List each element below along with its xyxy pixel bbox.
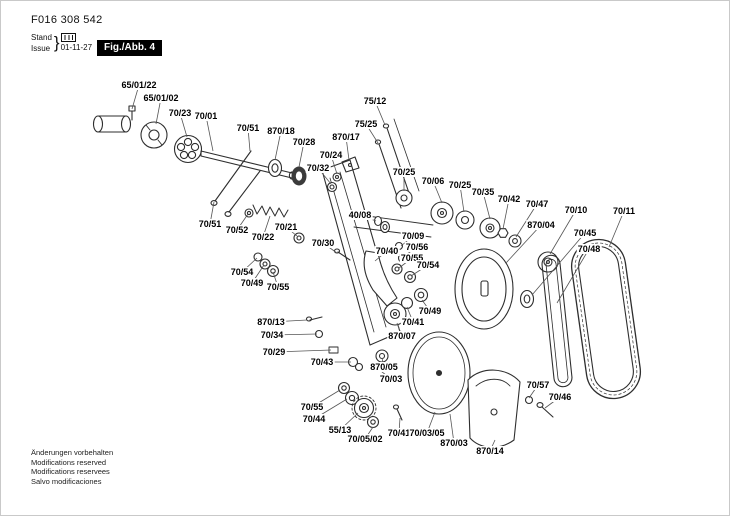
- star-coupling-drawing: [173, 134, 203, 164]
- small-belt-drawing: [541, 254, 573, 388]
- leader-lines: [131, 84, 625, 452]
- mounting-screw-drawing: [128, 105, 136, 121]
- small-washers-left-drawing: [244, 208, 305, 278]
- long-screws-drawing: [210, 150, 261, 217]
- issue-label: Issue: [31, 44, 51, 53]
- large-disc-drawing: [454, 248, 514, 330]
- drive-belt-drawing: [570, 238, 642, 400]
- seal-ring-drawing: [291, 166, 307, 186]
- pulley-cluster-drawing: [430, 201, 522, 248]
- idler-pulley-drawing: [373, 189, 413, 234]
- stand-label: Stand: [31, 33, 52, 42]
- date-stamp-icon: [60, 33, 76, 42]
- footer-line-fr: Modifications reservees: [31, 467, 110, 476]
- legal-footer: Änderungen vorbehalten Modifications res…: [31, 448, 113, 486]
- footer-line-en: Modifications reserved: [31, 457, 107, 467]
- gear-cluster-drawing: [337, 381, 403, 429]
- tensioner-arm-drawing: [363, 250, 429, 326]
- roller-drawing: [92, 115, 132, 133]
- lower-fasteners-drawing: [305, 316, 389, 373]
- bracket-drawing: [341, 156, 360, 173]
- footer-line-de: Änderungen vorbehalten: [31, 448, 114, 457]
- issue-date: 01-11-27: [60, 43, 93, 52]
- belt-guard-drawing: [467, 369, 521, 448]
- coupling-disc-drawing: [140, 121, 168, 149]
- guard-screws-drawing: [524, 395, 554, 418]
- issue-block: Stand Issue } 01-11-27: [31, 32, 92, 54]
- document-number: F016 308 542: [31, 14, 103, 26]
- drive-pulley-drawing: [537, 251, 559, 273]
- rings-right-drawing: [519, 289, 535, 309]
- shaft-washer-drawing: [267, 158, 283, 178]
- lower-disc-drawing: [407, 331, 471, 415]
- brace-glyph: }: [53, 33, 60, 52]
- spring-drawing: [252, 204, 289, 218]
- footer-line-es: Salvo modificaciones: [31, 476, 102, 486]
- figure-label: Fig./Abb. 4: [97, 40, 163, 56]
